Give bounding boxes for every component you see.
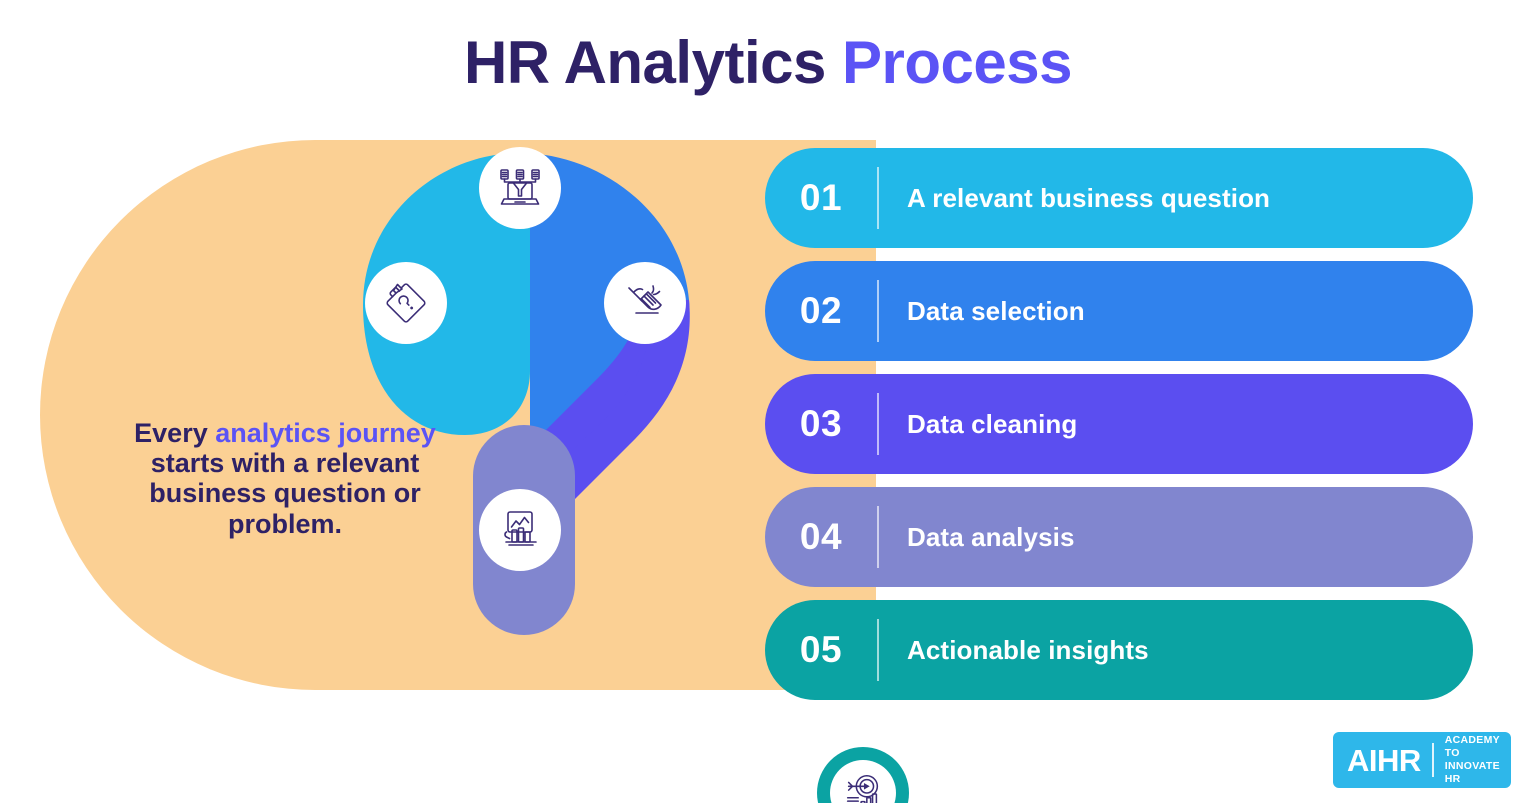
page-title-accent: Process bbox=[842, 29, 1073, 96]
step-number: 03 bbox=[799, 403, 843, 444]
caption-highlight: analytics journey bbox=[215, 418, 436, 448]
target-chart-icon bbox=[846, 775, 879, 803]
clipboard-question-icon bbox=[386, 283, 426, 323]
step-number: 05 bbox=[799, 629, 843, 670]
icon-bubble-business-question bbox=[365, 262, 447, 344]
page-title-primary: HR Analytics bbox=[463, 29, 843, 96]
step-divider bbox=[877, 167, 879, 229]
process-step-01[interactable]: 01 A relevant business question bbox=[765, 148, 1473, 248]
question-mark-dot bbox=[817, 747, 909, 803]
step-divider bbox=[877, 393, 879, 455]
aihr-logo[interactable]: AIHR ACADEMY TO INNOVATE HR bbox=[1333, 732, 1511, 788]
step-divider bbox=[877, 619, 879, 681]
step-divider bbox=[877, 280, 879, 342]
chart-screen-icon bbox=[504, 511, 537, 546]
process-step-03[interactable]: 03 Data cleaning bbox=[765, 374, 1473, 474]
process-step-list: 01 A relevant business question 02 Data … bbox=[765, 148, 1475, 708]
step-label: Data analysis bbox=[907, 521, 1075, 552]
question-mark-graphic bbox=[345, 135, 909, 803]
caption-text: Every analytics journey starts with a re… bbox=[120, 418, 450, 539]
step-divider bbox=[877, 506, 879, 568]
process-step-02[interactable]: 02 Data selection bbox=[765, 261, 1473, 361]
icon-bubble-data-analysis bbox=[479, 489, 561, 571]
step-number: 01 bbox=[799, 177, 843, 218]
logo-divider bbox=[1431, 743, 1434, 777]
broom-icon bbox=[628, 285, 662, 314]
step-label: A relevant business question bbox=[907, 182, 1271, 213]
caption-part1: Every bbox=[134, 418, 216, 448]
process-step-05[interactable]: 05 Actionable insights bbox=[765, 600, 1473, 700]
logo-tagline-line2: INNOVATE HR bbox=[1444, 760, 1500, 785]
step-label: Actionable insights bbox=[907, 634, 1149, 665]
question-mark-shape bbox=[363, 153, 690, 635]
laptop-funnel-icon bbox=[500, 169, 540, 205]
icon-bubble-data-cleaning bbox=[604, 262, 686, 344]
logo-wordmark: AIHR bbox=[1347, 742, 1421, 778]
step-number: 02 bbox=[799, 290, 843, 331]
icon-bubble-data-selection bbox=[479, 147, 561, 229]
step-number: 04 bbox=[799, 516, 843, 557]
step-label: Data selection bbox=[907, 295, 1085, 326]
process-step-04[interactable]: 04 Data analysis bbox=[765, 487, 1473, 587]
icon-bubble-actionable-insights bbox=[830, 760, 896, 803]
step-label: Data cleaning bbox=[907, 408, 1078, 439]
logo-tagline: ACADEMY TO INNOVATE HR bbox=[1445, 734, 1500, 785]
caption-part2: starts with a relevant business question… bbox=[149, 448, 421, 539]
page-title: HR Analytics Process bbox=[0, 30, 1536, 96]
logo-tagline-line1: ACADEMY TO bbox=[1444, 734, 1500, 760]
